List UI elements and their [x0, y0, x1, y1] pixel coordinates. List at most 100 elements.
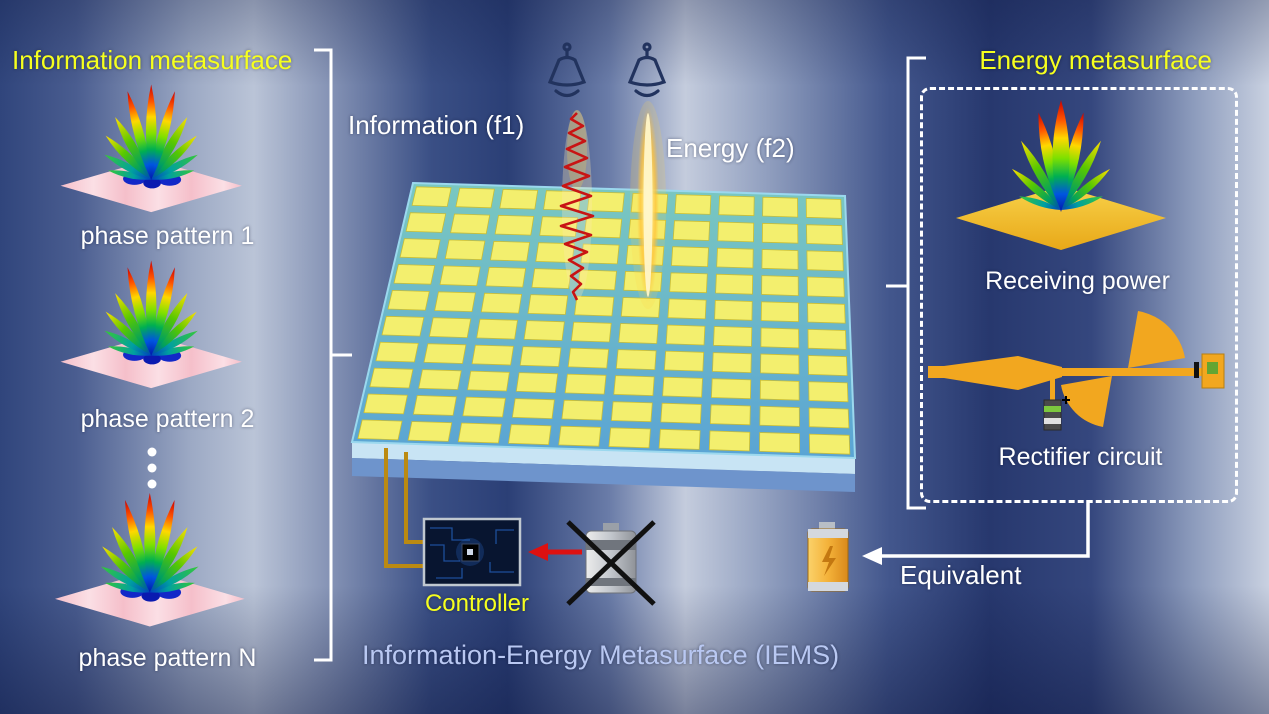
metasurface-patch: [717, 221, 755, 243]
metasurface-patch: [369, 367, 414, 389]
metasurface-patch: [490, 240, 531, 262]
metasurface-patch: [808, 381, 849, 403]
left-bracket: [314, 48, 352, 662]
metasurface-patch: [713, 326, 753, 347]
metasurface-patch: [663, 350, 705, 372]
metasurface-patch: [658, 428, 701, 450]
metasurface-patch: [428, 317, 472, 339]
metasurface-patch: [759, 379, 800, 401]
metasurface-patch: [412, 395, 457, 416]
metasurface-patch: [608, 427, 651, 449]
battery-icon: [807, 522, 849, 592]
metasurface-patch: [712, 352, 752, 374]
metasurface-patch: [806, 224, 843, 246]
metasurface-patch: [561, 399, 604, 421]
metasurface-patch: [669, 272, 708, 294]
metasurface-patch: [405, 212, 447, 233]
metasurface-patch: [499, 188, 539, 210]
metasurface-patch: [667, 298, 707, 320]
equivalent-label: Equivalent: [900, 560, 1022, 590]
metasurface-patch: [407, 421, 453, 442]
metasurface-patch: [710, 378, 752, 400]
information-f1-label: Information (f1): [348, 110, 525, 140]
equivalent-arrow: [862, 500, 1090, 565]
metasurface-patch: [457, 422, 502, 444]
metasurface-patch: [558, 425, 602, 447]
metasurface-patch: [805, 198, 842, 219]
metasurface-patch: [423, 343, 467, 364]
metasurface-patch: [580, 243, 620, 265]
metasurface-patch: [570, 321, 612, 343]
control-wires: [384, 448, 424, 568]
red-arrow: [528, 543, 582, 561]
phase-pattern-1-plot: [60, 84, 242, 213]
metasurface-patch: [615, 349, 657, 371]
metasurface-patch: [610, 401, 653, 423]
phase-pattern-1-label: phase pattern 1: [80, 222, 255, 250]
metasurface-patch: [450, 213, 491, 235]
metasurface-patch: [434, 291, 476, 313]
rectifier-circuit-graphic: [928, 311, 1225, 431]
metasurface-patch: [613, 375, 655, 397]
metasurface-patch: [444, 239, 486, 261]
metasurface-patch: [511, 398, 555, 420]
metasurface-patch: [709, 404, 751, 426]
metasurface-patch: [531, 268, 572, 289]
receiving-power-label: Receiving power: [985, 267, 1170, 295]
rectifier-circuit-label: Rectifier circuit: [998, 443, 1163, 471]
energy-metasurface-box: [920, 87, 1238, 503]
metasurface-patch: [714, 299, 753, 321]
ellipsis-dots: [147, 447, 157, 489]
metasurface-patch: [485, 266, 527, 288]
figure-caption: Information-Energy Metasurface (IEMS): [362, 640, 840, 670]
metasurface-patch: [583, 217, 623, 239]
metasurface-patch: [674, 194, 712, 215]
phase-pattern-n-label: phase pattern N: [78, 644, 257, 672]
metasurface-patch: [806, 250, 844, 272]
energy-f2-label: Energy (f2): [666, 133, 795, 163]
metasurface-patch: [519, 346, 562, 367]
metasurface-patch: [515, 372, 559, 394]
metasurface-patch: [760, 353, 800, 375]
metasurface-patch: [527, 294, 569, 315]
metasurface-patch: [808, 407, 850, 429]
metasurface-patch: [462, 396, 506, 418]
metasurface-patch: [759, 405, 800, 427]
information-signal-icon: [559, 110, 595, 301]
metasurface-patch: [381, 315, 425, 337]
metasurface-patch: [760, 327, 800, 349]
metasurface-patch: [411, 186, 452, 207]
metasurface-array: [357, 186, 851, 455]
phase-pattern-2-plot: [60, 260, 242, 389]
metasurface-patch: [357, 419, 403, 441]
metasurface-patch: [760, 301, 799, 323]
metasurface-patch: [807, 328, 847, 350]
metasurface-patch: [574, 295, 615, 317]
metasurface-patch: [665, 324, 706, 346]
phase-pattern-2-label: phase pattern 2: [80, 405, 255, 433]
metasurface-patch: [467, 370, 510, 392]
metasurface-patch: [363, 393, 408, 415]
metasurface-patch: [662, 376, 703, 398]
metasurface-patch: [523, 320, 565, 341]
metasurface-patch: [494, 214, 535, 236]
information-metasurface-title: Information metasurface: [12, 45, 293, 75]
transmitter-lamp-icon-2: [628, 42, 666, 98]
metasurface-patch: [618, 323, 659, 344]
metasurface-patch: [718, 195, 755, 217]
metasurface-patch: [761, 222, 799, 244]
metasurface-patch: [671, 246, 709, 268]
energy-metasurface-title: Energy metasurface: [979, 45, 1212, 75]
metasurface-patch: [586, 191, 625, 213]
metasurface-patch: [806, 276, 845, 298]
metasurface-board: [350, 181, 857, 492]
metasurface-patch: [480, 292, 523, 314]
metasurface-patch: [393, 264, 436, 285]
metasurface-patch: [715, 273, 754, 295]
no-battery-icon: [566, 520, 656, 606]
controller-label: Controller: [424, 590, 530, 617]
energy-beam-icon: [630, 101, 666, 309]
phase-pattern-n-plot: [55, 493, 245, 627]
